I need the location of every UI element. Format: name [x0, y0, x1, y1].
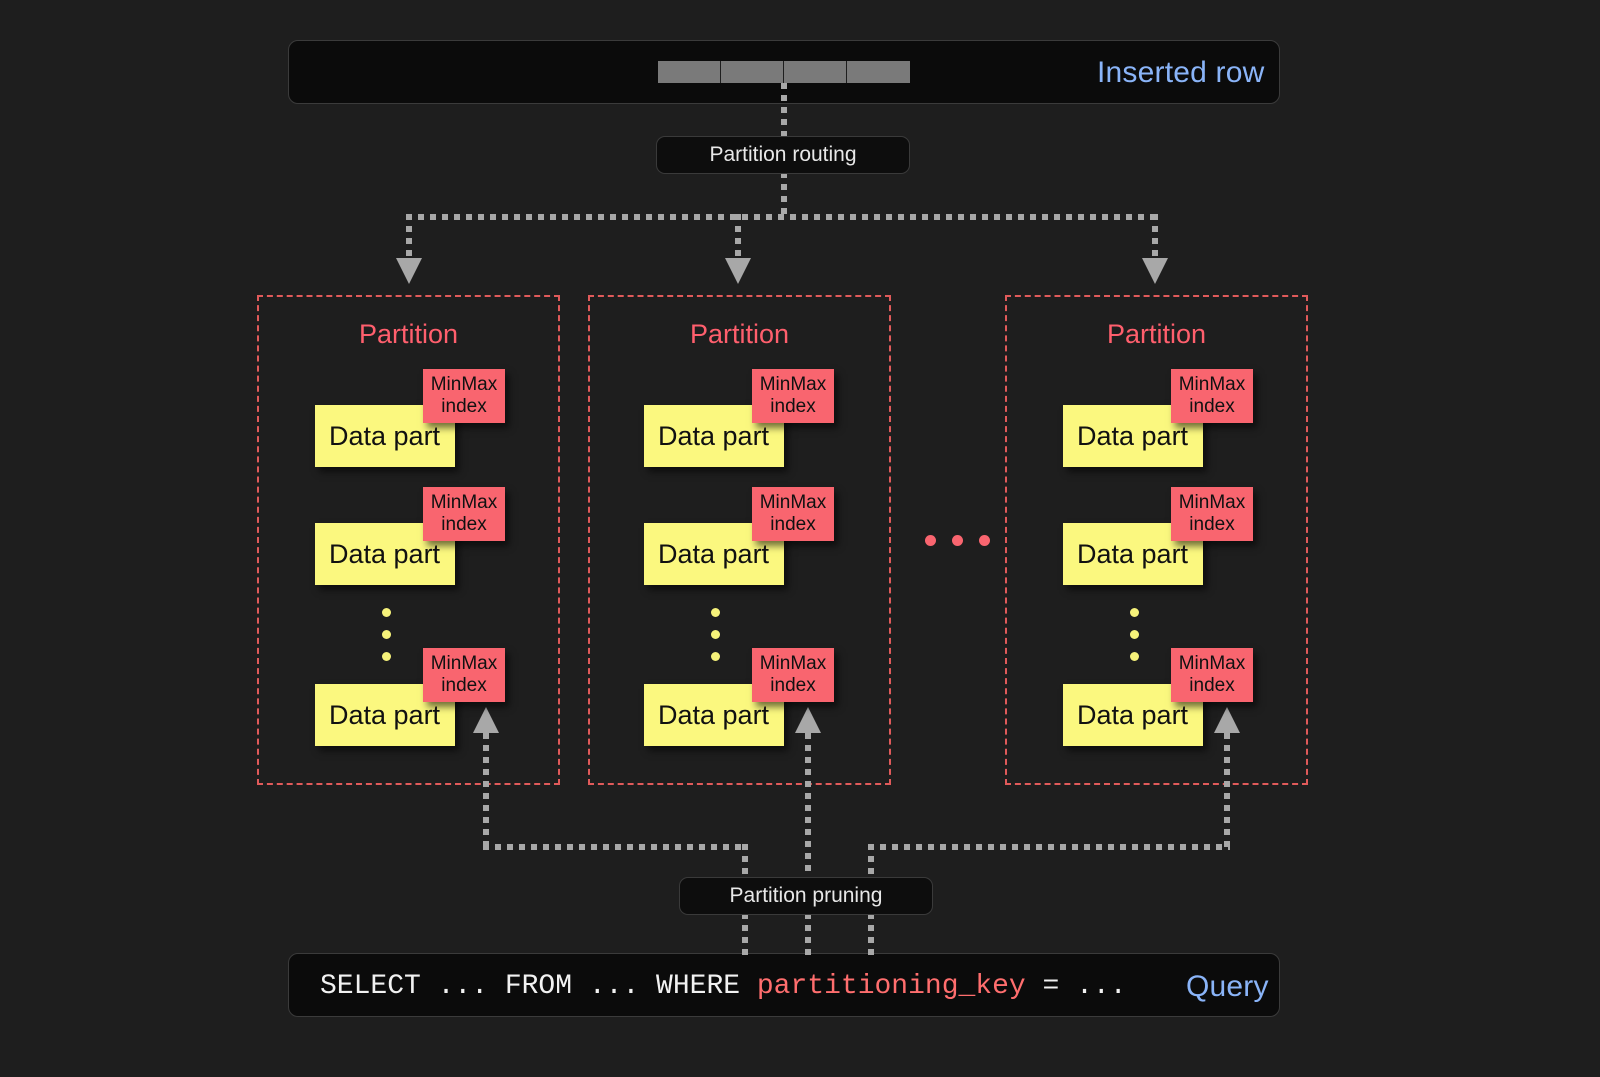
minmax-index-box: MinMax index [1171, 648, 1253, 702]
minmax-line-1: MinMax [430, 492, 498, 514]
partition-title: Partition [689, 319, 790, 349]
minmax-line-1: MinMax [1178, 492, 1246, 514]
connector-bus-to-partition-1 [406, 214, 412, 260]
connector-pruning-bus-left [483, 844, 748, 850]
minmax-line-1: MinMax [1178, 653, 1246, 675]
partition-box-3: Partition [1005, 295, 1308, 785]
minmax-line-2: index [441, 675, 487, 696]
minmax-index-box: MinMax index [1171, 487, 1253, 541]
connector-pruning-up-2 [805, 733, 811, 883]
data-part-label: Data part [658, 538, 770, 569]
minmax-line-1: MinMax [430, 653, 498, 675]
connector-pruning-up-1 [483, 733, 489, 850]
query-partitioning-key: partitioning_key [756, 971, 1026, 1002]
minmax-line-1: MinMax [759, 492, 827, 514]
minmax-line-1: MinMax [1178, 374, 1246, 396]
minmax-line-2: index [1189, 396, 1235, 417]
data-part-label: Data part [658, 420, 770, 451]
minmax-line-1: MinMax [759, 374, 827, 396]
query-statement: SELECT ... FROM ... WHERE partitioning_k… [320, 971, 1127, 1002]
data-part-ellipsis-vertical [1130, 608, 1139, 674]
data-part-box: Data part [315, 405, 455, 467]
minmax-line-1: MinMax [430, 374, 498, 396]
data-part-label: Data part [329, 699, 441, 730]
partition-title: Partition [358, 319, 459, 349]
arrow-into-partition-1 [396, 258, 422, 284]
data-part-box: Data part [1063, 684, 1203, 746]
data-part-label: Data part [1077, 538, 1189, 569]
connector-pruning-to-query-left [742, 913, 748, 955]
data-part-ellipsis-vertical [382, 608, 391, 674]
data-part-label: Data part [1077, 420, 1189, 451]
arrow-into-partition-3 [1142, 258, 1168, 284]
minmax-line-2: index [1189, 514, 1235, 535]
inserted-row-label: Inserted row [1097, 56, 1265, 89]
arrow-into-data-part-3 [1214, 707, 1240, 733]
arrow-into-data-part-2 [795, 707, 821, 733]
query-suffix: = ... [1025, 971, 1127, 1002]
partition-box-2: Partition [588, 295, 891, 785]
row-cell [721, 61, 784, 83]
minmax-line-1: MinMax [759, 653, 827, 675]
row-cell [658, 61, 721, 83]
connector-pruning-to-query-right [868, 913, 874, 955]
data-part-ellipsis-vertical [711, 608, 720, 674]
partition-routing-label: Partition routing [709, 143, 857, 166]
connector-pruning-up-3 [1224, 733, 1230, 850]
connector-distribution-bus [406, 214, 1158, 220]
data-part-box: Data part [1063, 523, 1203, 585]
minmax-line-2: index [770, 514, 816, 535]
partition-pruning-box: Partition pruning [679, 877, 933, 915]
minmax-index-box: MinMax index [1171, 369, 1253, 423]
inserted-row-cells [658, 61, 910, 83]
connector-pruning-drop-left [742, 844, 748, 883]
minmax-line-2: index [441, 514, 487, 535]
minmax-line-2: index [1189, 675, 1235, 696]
connector-pruning-bus-right [868, 844, 1230, 850]
minmax-line-2: index [441, 396, 487, 417]
minmax-index-box: MinMax index [423, 648, 505, 702]
minmax-index-box: MinMax index [423, 369, 505, 423]
minmax-line-2: index [770, 396, 816, 417]
partition-ellipsis-horizontal [925, 535, 990, 546]
row-cell [784, 61, 847, 83]
minmax-index-box: MinMax index [752, 369, 834, 423]
arrow-into-data-part-1 [473, 707, 499, 733]
minmax-index-box: MinMax index [752, 648, 834, 702]
partition-pruning-label: Partition pruning [729, 884, 883, 907]
partition-box-1: Partition [257, 295, 560, 785]
arrow-into-partition-2 [725, 258, 751, 284]
data-part-label: Data part [658, 699, 770, 730]
data-part-label: Data part [329, 420, 441, 451]
connector-row-to-routing [781, 83, 787, 138]
query-label: Query [1186, 970, 1269, 1003]
connector-bus-to-partition-2 [735, 214, 741, 260]
query-bar [288, 953, 1280, 1017]
minmax-index-box: MinMax index [423, 487, 505, 541]
connector-pruning-to-query-center [805, 913, 811, 955]
data-part-label: Data part [1077, 699, 1189, 730]
query-prefix: SELECT ... FROM ... WHERE [320, 971, 757, 1002]
row-cell [847, 61, 910, 83]
partition-routing-box: Partition routing [656, 136, 910, 174]
partition-title: Partition [1106, 319, 1207, 349]
connector-bus-to-partition-3 [1152, 214, 1158, 260]
minmax-line-2: index [770, 675, 816, 696]
connector-pruning-drop-right [868, 844, 874, 883]
connector-routing-to-bus [781, 172, 787, 218]
data-part-label: Data part [329, 538, 441, 569]
minmax-index-box: MinMax index [752, 487, 834, 541]
